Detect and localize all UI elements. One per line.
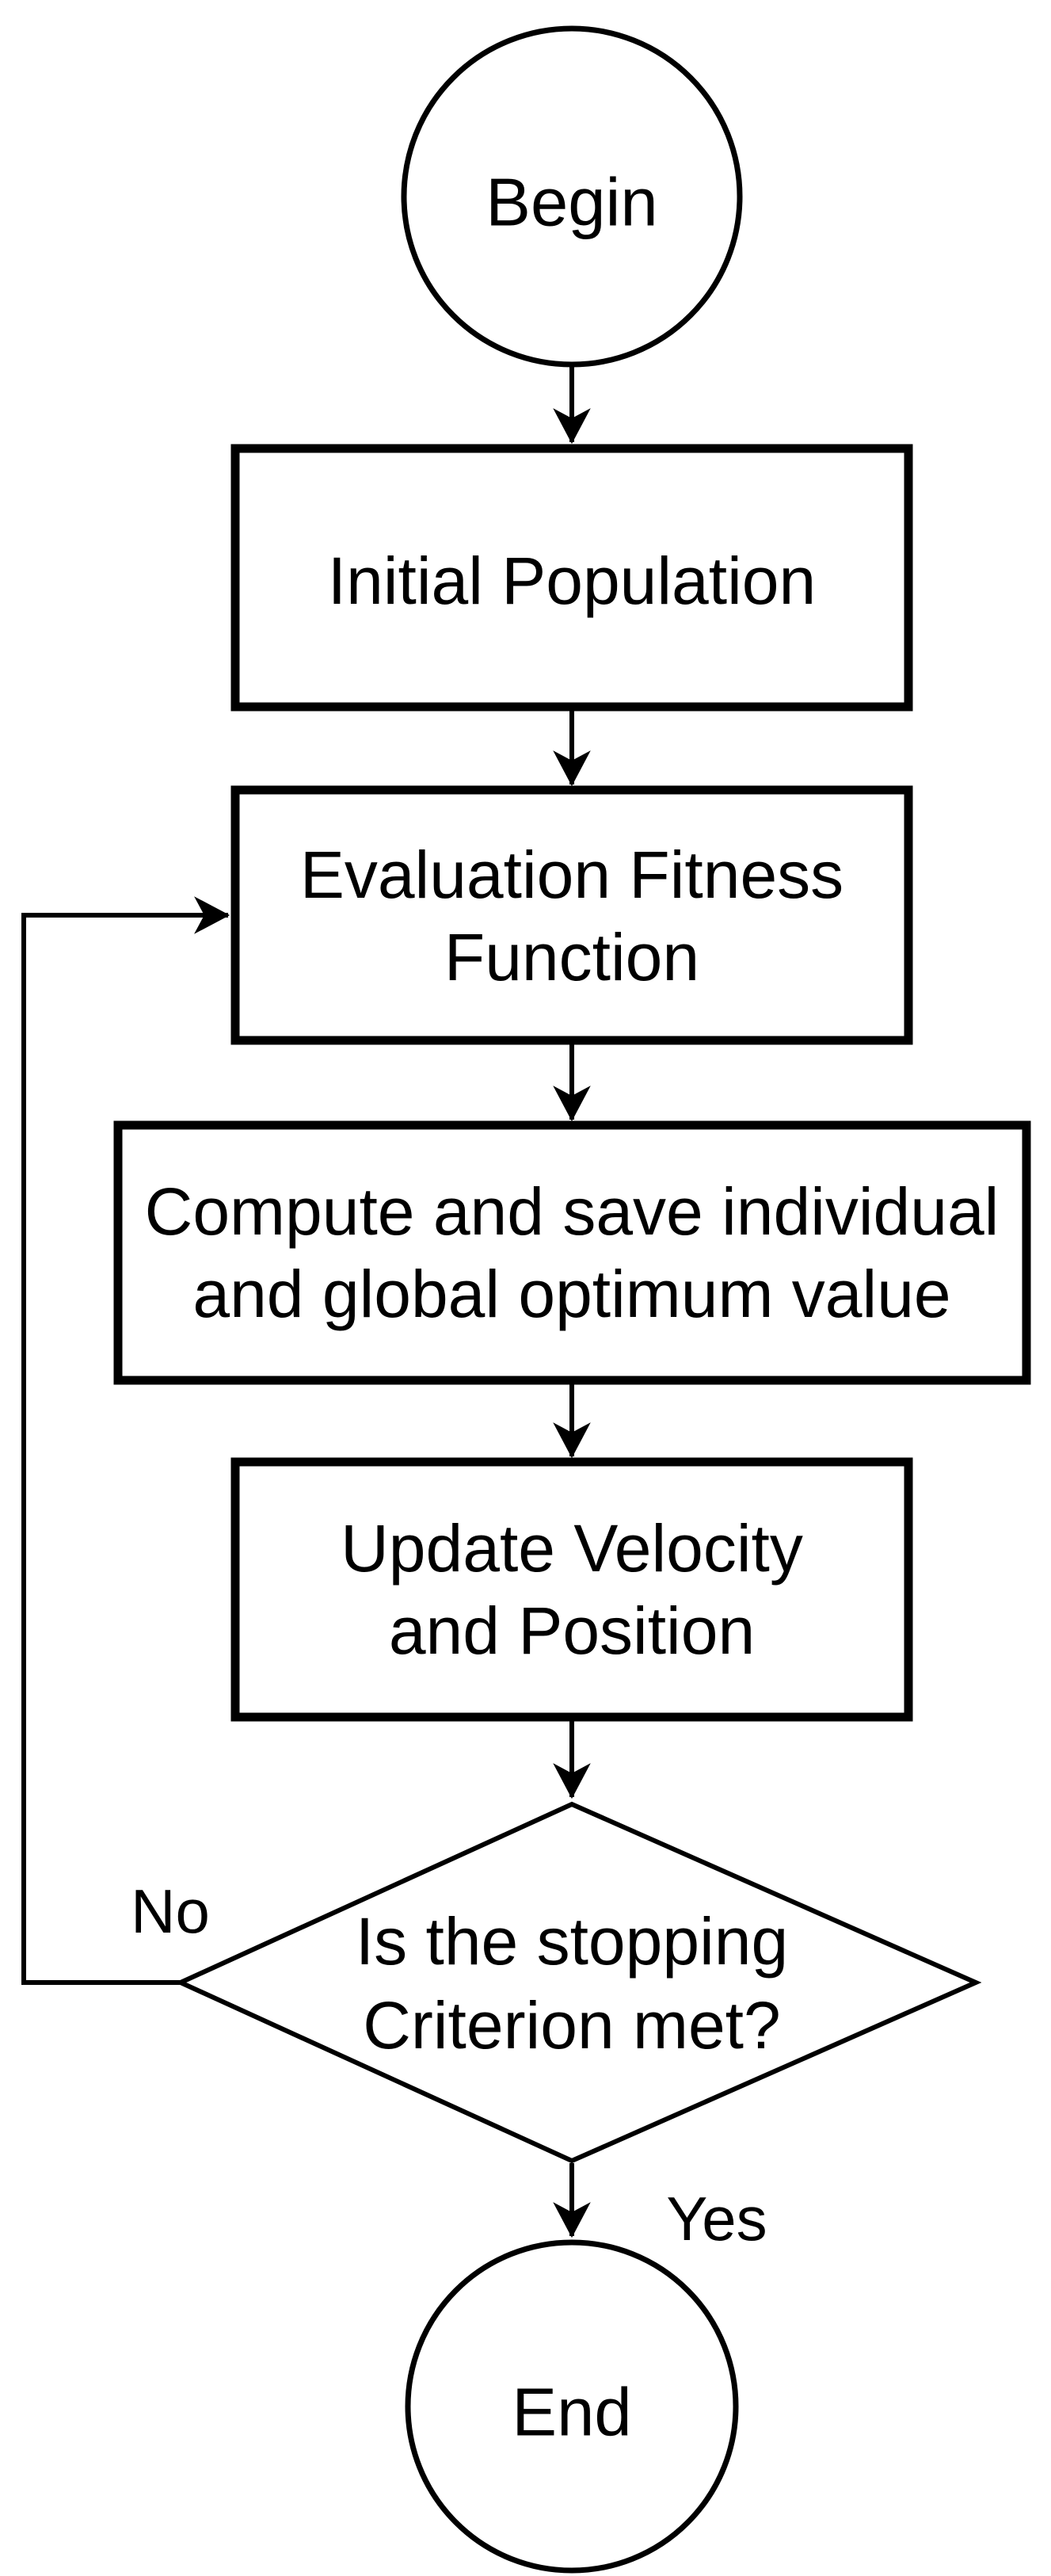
update-box xyxy=(230,1457,913,1722)
compute-box xyxy=(113,1120,1031,1385)
decision-diamond xyxy=(174,1801,982,2164)
begin-label: Begin xyxy=(486,166,657,241)
end-label: End xyxy=(512,2376,631,2451)
end-terminal xyxy=(405,2239,739,2574)
compute-label-line1: Compute and save individual xyxy=(145,1174,1000,1249)
initial-population-label: Initial Population xyxy=(328,544,816,618)
initial-population-box xyxy=(230,444,913,712)
evaluation-label-line2: Function xyxy=(444,920,699,994)
yes-branch-label: Yes xyxy=(666,2184,767,2254)
no-branch-label: No xyxy=(131,1876,210,1946)
compute-label-line2: and global optimum value xyxy=(192,1257,950,1331)
update-label-line1: Update Velocity xyxy=(341,1511,803,1586)
no-loop-arrow xyxy=(21,896,230,1985)
decision-label-line1: Is the stopping xyxy=(356,1904,788,1979)
evaluation-box xyxy=(230,785,913,1045)
evaluation-label-line1: Evaluation Fitness xyxy=(300,838,843,912)
decision-label-line2: Criterion met? xyxy=(363,1988,781,2063)
update-label-line2: and Position xyxy=(389,1593,755,1668)
